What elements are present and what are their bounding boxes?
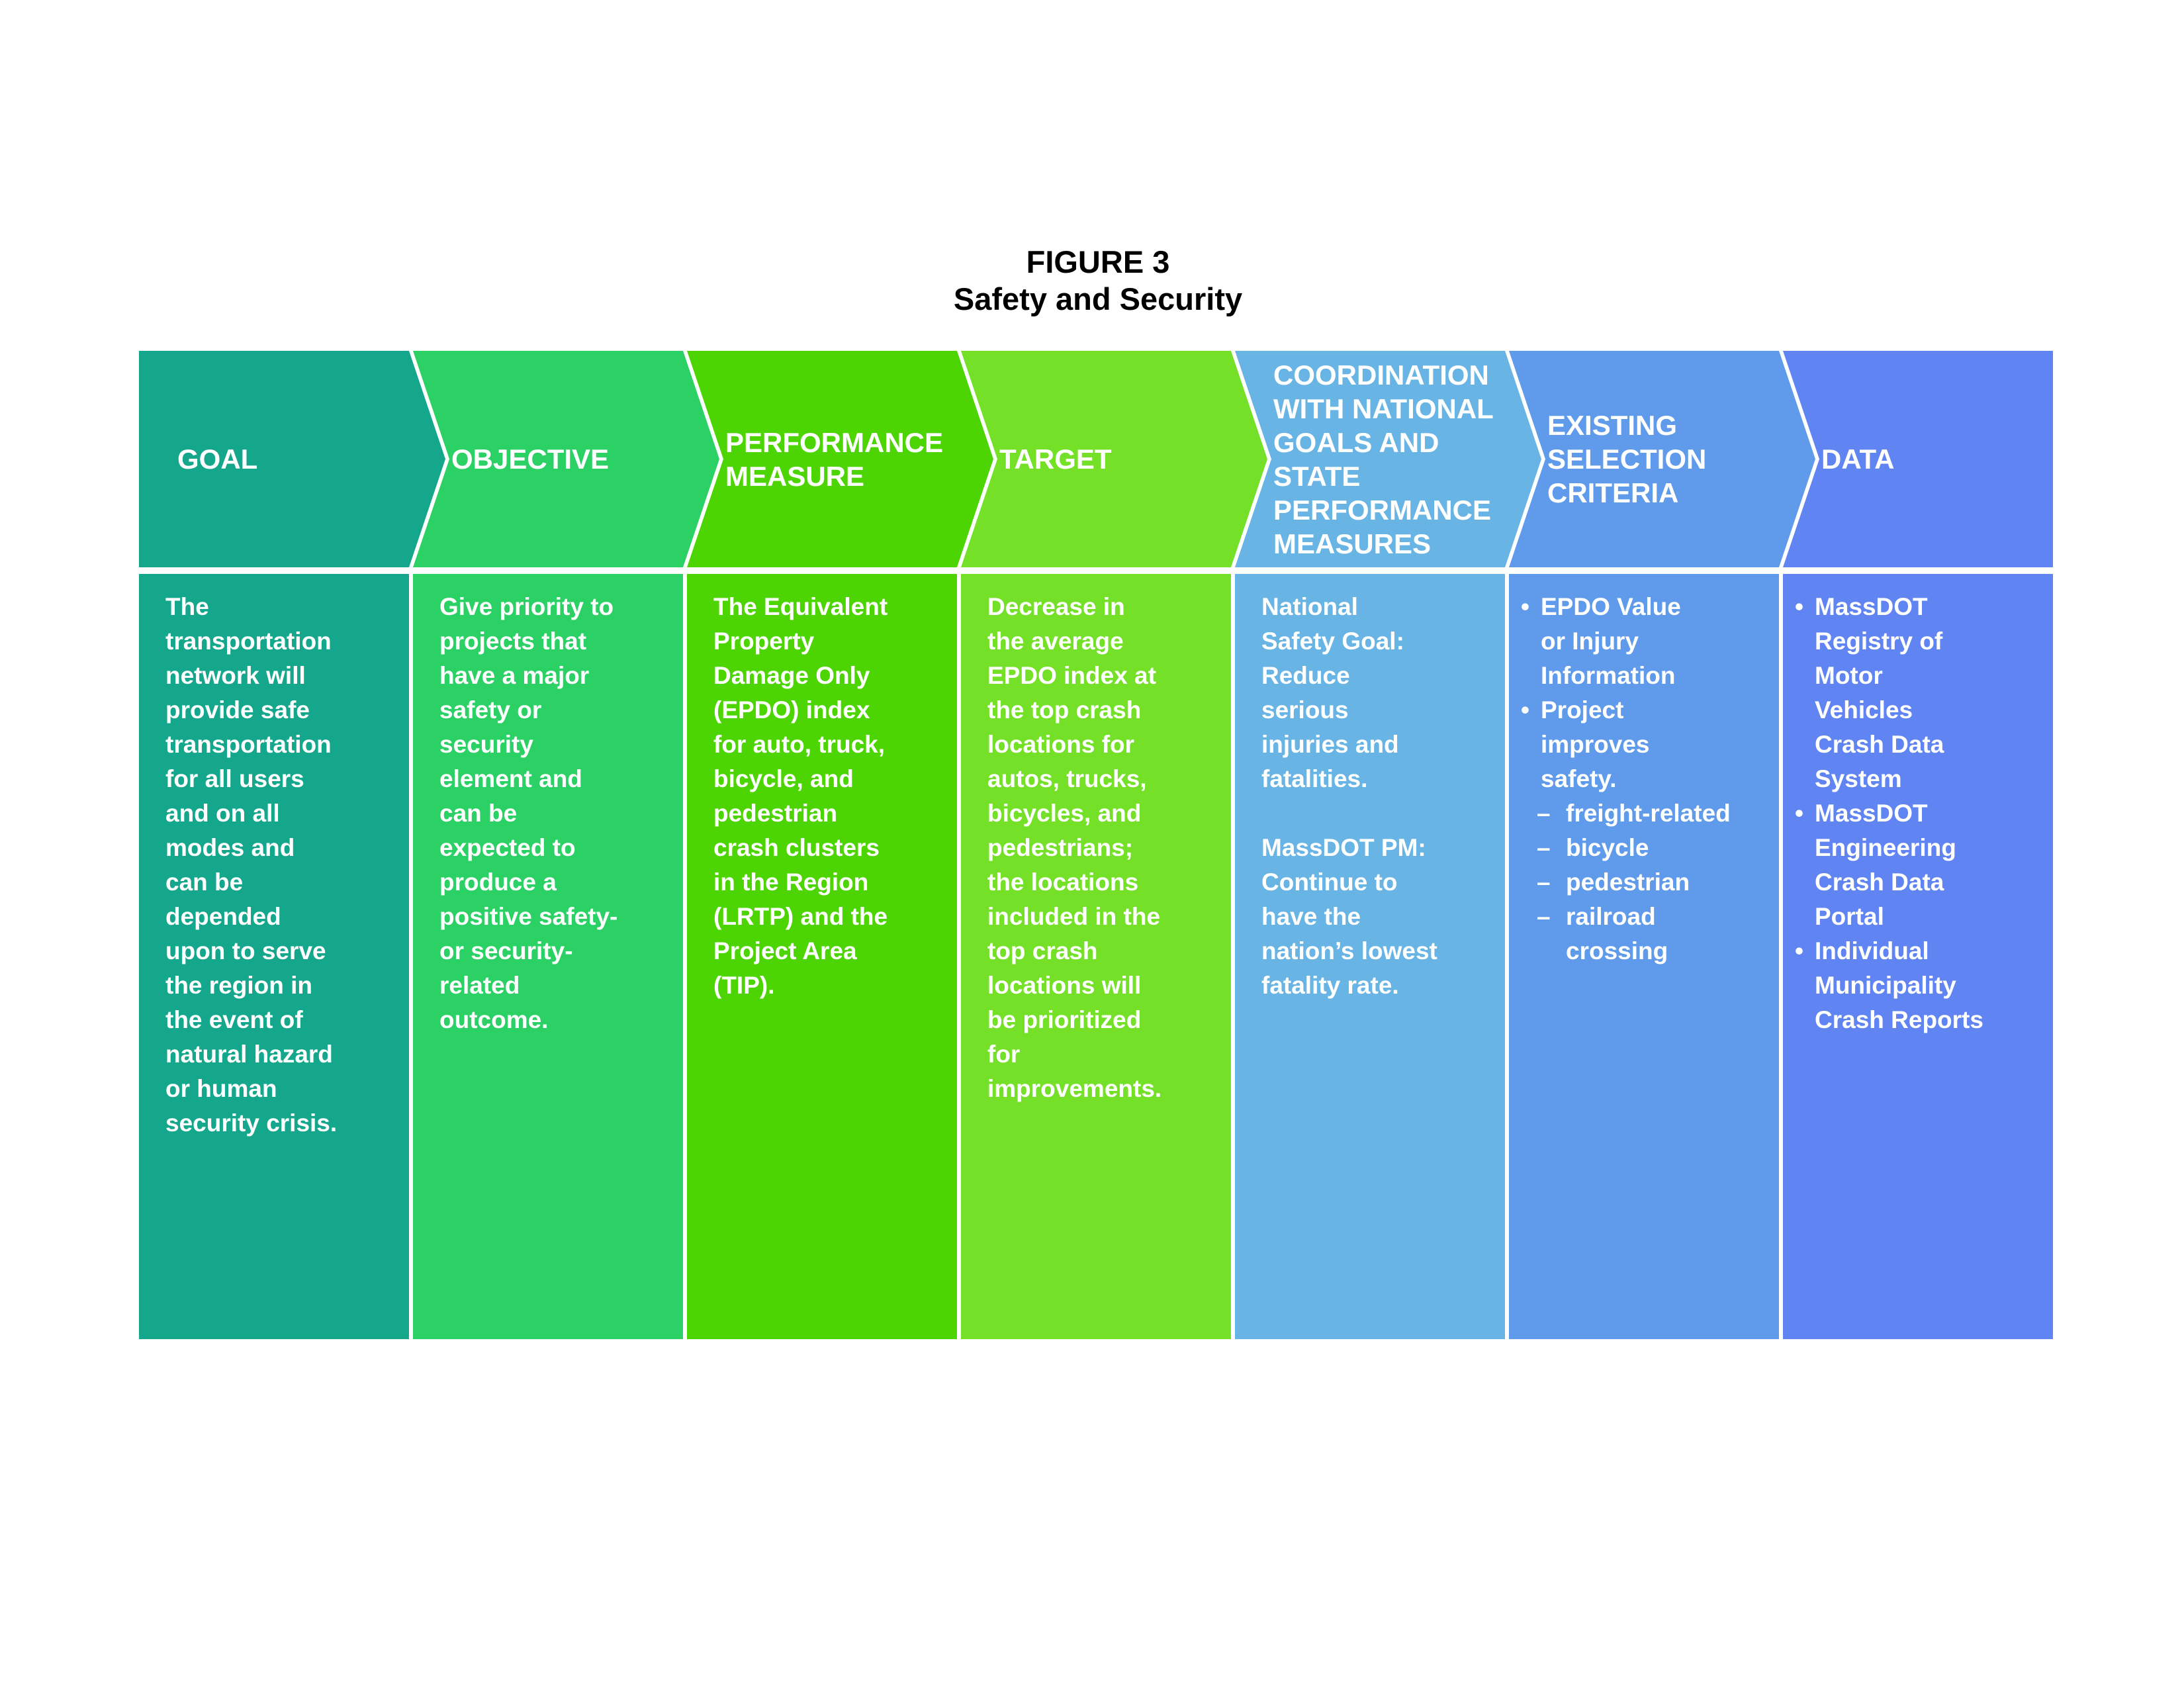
bullet-marker: •	[1795, 800, 1803, 827]
header-target-label: TARGET	[999, 444, 1112, 475]
header-data-label: DATA	[1821, 444, 1895, 475]
list-item-text: bicycle	[1566, 834, 1649, 861]
body-performance-measure: The Equivalent Property Damage Only (EPD…	[687, 574, 957, 1339]
header-goal-label: GOAL	[177, 444, 258, 475]
list-item-text: MassDOT Registry of Motor Vehicles Crash…	[1815, 593, 1944, 792]
list-item: –pedestrian	[1537, 865, 1775, 900]
column-objective: OBJECTIVE Give priority to projects that…	[413, 351, 719, 1339]
dash-marker: –	[1537, 868, 1551, 896]
dash-marker: –	[1537, 800, 1551, 827]
body-objective-text: Give priority to projects that have a ma…	[439, 593, 618, 1033]
list-item-text: freight-related	[1566, 800, 1731, 827]
column-performance-measure: PERFORMANCE MEASURE The Equivalent Prope…	[687, 351, 993, 1339]
list-item-text: EPDO Value or Injury Information	[1541, 593, 1681, 689]
bullet-marker: •	[1521, 593, 1529, 620]
list-item: • EPDO Value or Injury Information	[1521, 590, 1775, 693]
list-item: • Project improves safety.	[1521, 693, 1775, 796]
list-item: –freight-related	[1537, 796, 1775, 831]
header-goal: GOAL	[139, 351, 445, 567]
column-coordination: COORDINATION WITH NATIONAL GOALS AND STA…	[1235, 351, 1541, 1339]
body-existing-selection-criteria: • EPDO Value or Injury Information • Projec…	[1509, 574, 1779, 1339]
header-existing-selection-criteria-label: EXISTING SELECTION CRITERIA	[1547, 410, 1707, 508]
column-target: TARGET Decrease in the average EPDO inde…	[961, 351, 1267, 1339]
criteria-list: • EPDO Value or Injury Information • Projec…	[1509, 574, 1779, 968]
header-coordination: COORDINATION WITH NATIONAL GOALS AND STA…	[1235, 351, 1541, 567]
list-item-text: Individual Municipality Crash Reports	[1815, 937, 1983, 1033]
list-item: • MassDOT Engineering Crash Data Portal	[1795, 796, 2049, 934]
chevron-process-table: GOAL The transportation network will pro…	[139, 351, 2057, 1339]
list-item: –bicycle	[1537, 831, 1775, 865]
list-item-text: pedestrian	[1566, 868, 1690, 896]
list-item: • Individual Municipality Crash Reports	[1795, 934, 2049, 1037]
header-target: TARGET	[961, 351, 1267, 567]
column-data: DATA • MassDOT Registry of Motor Vehicles…	[1783, 351, 2057, 1339]
body-target: Decrease in the average EPDO index at th…	[961, 574, 1231, 1339]
body-goal-text: The transportation network will provide …	[165, 593, 338, 1137]
list-item: • MassDOT Registry of Motor Vehicles Cras…	[1795, 590, 2049, 796]
header-objective-label: OBJECTIVE	[451, 444, 610, 475]
figure-title-line-1: FIGURE 3	[1026, 244, 1170, 279]
body-coordination: National Safety Goal: Reduce serious inj…	[1235, 574, 1505, 1339]
list-item-text: MassDOT Engineering Crash Data Portal	[1815, 800, 1956, 930]
dash-marker: –	[1537, 834, 1551, 861]
body-objective: Give priority to projects that have a ma…	[413, 574, 683, 1339]
list-item-text: railroad crossing	[1566, 903, 1668, 964]
list-item: –railroad crossing	[1537, 900, 1775, 968]
body-data: • MassDOT Registry of Motor Vehicles Cras…	[1783, 574, 2053, 1339]
data-sources-list: • MassDOT Registry of Motor Vehicles Cras…	[1783, 574, 2053, 1037]
body-coordination-text: National Safety Goal: Reduce serious inj…	[1261, 593, 1437, 999]
body-goal: The transportation network will provide …	[139, 574, 409, 1339]
column-goal: GOAL The transportation network will pro…	[139, 351, 445, 1339]
bullet-marker: •	[1795, 937, 1803, 964]
header-performance-measure-label: PERFORMANCE MEASURE	[725, 426, 944, 492]
header-existing-selection-criteria: EXISTING SELECTION CRITERIA	[1509, 351, 1815, 567]
header-data: DATA	[1783, 351, 2053, 567]
dash-marker: –	[1537, 903, 1551, 930]
body-target-text: Decrease in the average EPDO index at th…	[987, 593, 1162, 1102]
figure-title: FIGURE 3 Safety and Security	[139, 244, 2057, 318]
header-performance-measure: PERFORMANCE MEASURE	[687, 351, 993, 567]
column-existing-selection-criteria: EXISTING SELECTION CRITERIA • EPDO Value …	[1509, 351, 1815, 1339]
bullet-marker: •	[1795, 593, 1803, 620]
body-performance-measure-text: The Equivalent Property Damage Only (EPD…	[713, 593, 888, 999]
header-objective: OBJECTIVE	[413, 351, 719, 567]
header-coordination-label: COORDINATION WITH NATIONAL GOALS AND STA…	[1273, 359, 1494, 559]
list-item-text: Project improves safety.	[1541, 696, 1650, 792]
figure-title-line-2: Safety and Security	[953, 281, 1243, 316]
bullet-marker: •	[1521, 696, 1529, 724]
